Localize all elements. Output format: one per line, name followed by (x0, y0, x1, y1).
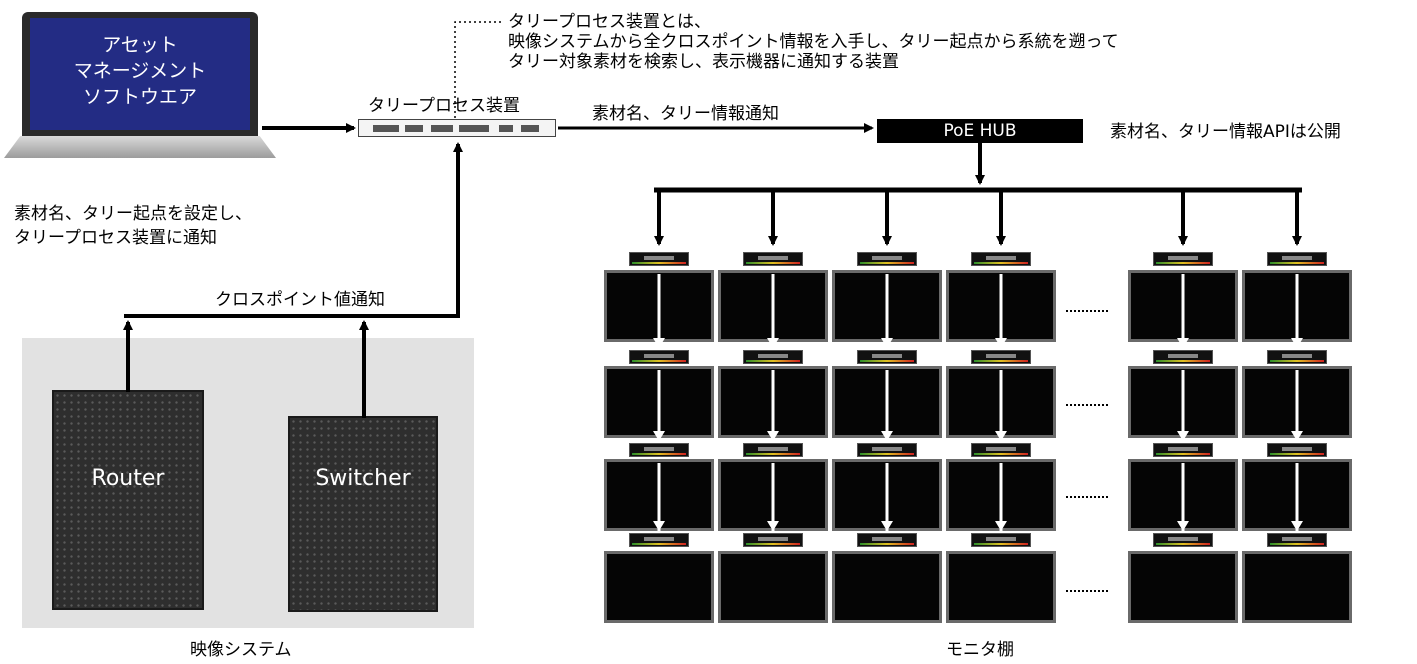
monitor (604, 270, 714, 342)
monitor-shelf-caption: モニタ棚 (946, 640, 1014, 660)
monitor (1128, 366, 1238, 438)
monitor (832, 459, 942, 531)
tally-display (743, 443, 803, 457)
switcher-label: Switcher (315, 466, 411, 491)
monitor (1128, 270, 1238, 342)
api-note: 素材名、タリー情報APIは公開 (1110, 122, 1341, 142)
laptop-screen (30, 18, 250, 130)
process-note-line-2: 映像システムから全クロスポイント情報を入手し、タリー起点から系統を遡って (508, 32, 1119, 52)
tally-display (1267, 533, 1327, 547)
tally-display (857, 252, 917, 266)
monitor (946, 551, 1056, 623)
monitor (1128, 459, 1238, 531)
monitor (1242, 270, 1352, 342)
process-note-line-1: タリープロセス装置とは、 (508, 12, 711, 32)
tally-display (743, 350, 803, 364)
router-rack: Router (52, 390, 204, 610)
tally-display (629, 443, 689, 457)
tally-display (629, 350, 689, 364)
laptop-line-2: マネージメント (73, 60, 207, 82)
tally-display (857, 443, 917, 457)
monitor (1242, 366, 1352, 438)
process-note-line-3: タリー対象素材を検索し、表示機器に通知する装置 (508, 52, 899, 72)
continuation-dots (1066, 496, 1108, 498)
tally-display (1153, 252, 1213, 266)
monitor (718, 366, 828, 438)
switcher-rack: Switcher (288, 416, 438, 612)
tally-display (629, 533, 689, 547)
monitor (604, 459, 714, 531)
laptop-caption-1: 素材名、タリー起点を設定し、 (14, 204, 252, 224)
monitor (832, 551, 942, 623)
notify-hub-label: 素材名、タリー情報通知 (592, 104, 779, 124)
laptop-line-1: アセット (102, 34, 178, 56)
tally-display (1153, 443, 1213, 457)
monitor (946, 366, 1056, 438)
tally-display (1153, 350, 1213, 364)
monitor (718, 459, 828, 531)
laptop-caption-2: タリープロセス装置に通知 (14, 228, 217, 248)
tally-display (1267, 252, 1327, 266)
continuation-dots (1066, 590, 1108, 592)
tally-display (1153, 533, 1213, 547)
tally-display (1267, 350, 1327, 364)
monitor (832, 270, 942, 342)
router-label: Router (91, 466, 165, 491)
monitor (1242, 459, 1352, 531)
tally-display (971, 350, 1031, 364)
continuation-dots (1066, 310, 1108, 312)
tally-display (1267, 443, 1327, 457)
tally-display (971, 533, 1031, 547)
monitor (604, 366, 714, 438)
video-system-caption: 映像システム (190, 640, 292, 660)
tally-display (743, 252, 803, 266)
tally-display (743, 533, 803, 547)
monitor (718, 551, 828, 623)
continuation-dots (1066, 404, 1108, 406)
monitor (604, 551, 714, 623)
crosspoint-label: クロスポイント値通知 (215, 290, 385, 310)
monitor (832, 366, 942, 438)
laptop-keyboard-base (4, 136, 276, 158)
distribution-drops (654, 190, 1302, 246)
monitor (1242, 551, 1352, 623)
monitor (718, 270, 828, 342)
tally-display (971, 252, 1031, 266)
tally-display (971, 443, 1031, 457)
monitor (1128, 551, 1238, 623)
poe-hub: PoE HUB (877, 119, 1083, 143)
tally-display (857, 533, 917, 547)
process-device (358, 119, 556, 137)
monitor (946, 459, 1056, 531)
laptop-line-3: ソフトウエア (82, 86, 197, 108)
tally-display (857, 350, 917, 364)
laptop-screen-text: アセット マネージメント ソフトウエア (30, 32, 250, 110)
tally-display (629, 252, 689, 266)
process-device-label: タリープロセス装置 (368, 96, 520, 116)
monitor (946, 270, 1056, 342)
